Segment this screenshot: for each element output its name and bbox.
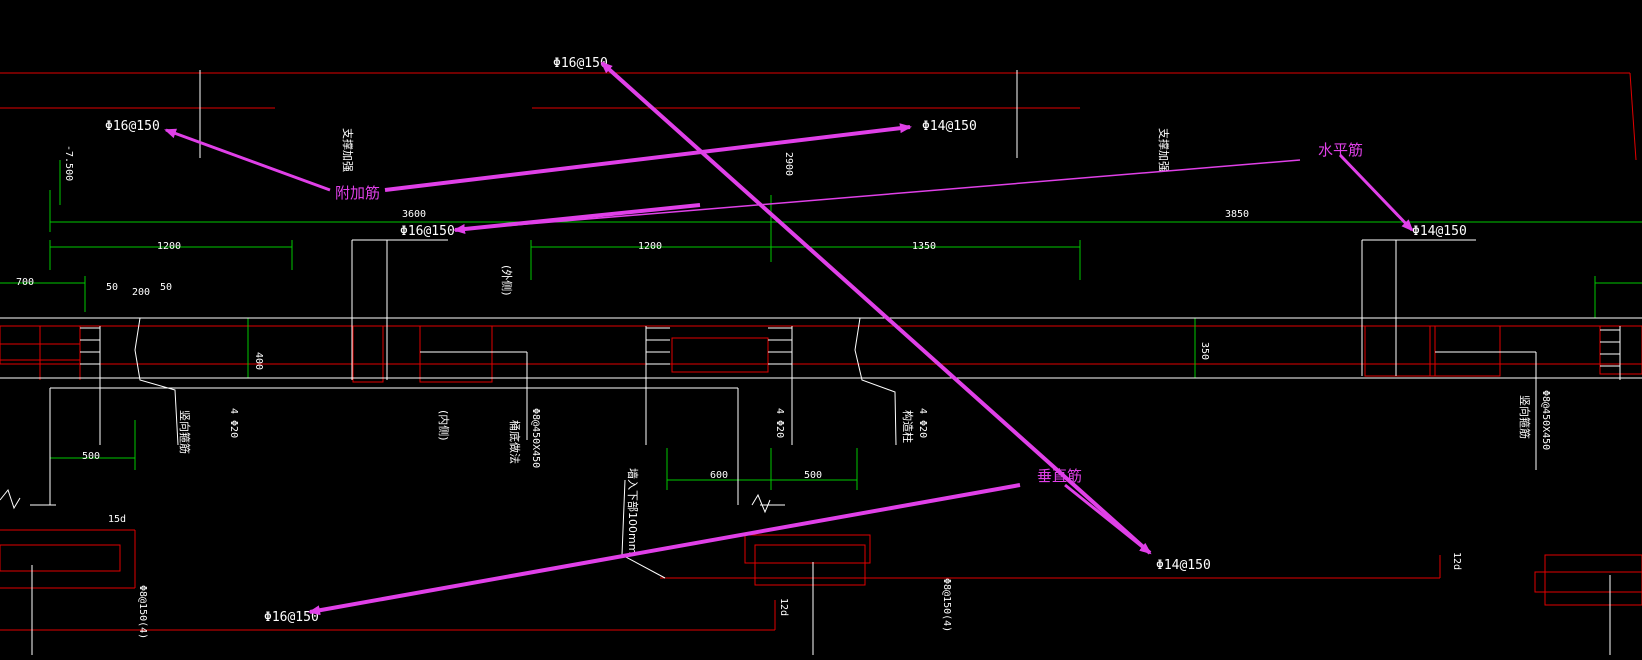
annotation-horizontal-rebar: 水平筋 <box>1318 141 1363 159</box>
rebar-label: Φ8@150(4) <box>941 578 952 632</box>
dimension-label: 1350 <box>912 241 936 252</box>
rebar-label: Φ8@450X450 <box>530 408 541 468</box>
dimension-label: 1200 <box>638 241 662 252</box>
dimension-label: -7.500 <box>63 145 74 181</box>
annotation-arrows <box>164 61 1414 616</box>
note-text: 竖向箍筋 <box>178 410 192 454</box>
dimension-label: 700 <box>16 277 34 288</box>
note-text: 构造柱 <box>901 410 915 443</box>
rebar-label: Φ8@450X450 <box>1540 390 1551 450</box>
dimension-label: 200 <box>132 287 150 298</box>
structure-lines <box>0 70 1642 655</box>
rebar-label: Φ16@150 <box>400 224 455 239</box>
dimension-label: 600 <box>710 470 728 481</box>
rebar-label: Φ14@150 <box>922 119 977 134</box>
note-text: 支撑加强 <box>1157 128 1171 172</box>
dimension-label: 50 <box>160 282 172 293</box>
rebar-lines <box>0 72 1642 631</box>
dimension-lines <box>0 160 1642 490</box>
note-text: 支撑加强 <box>341 128 355 172</box>
rebar-label: 4 Φ20 <box>774 408 785 438</box>
dimension-label: 15d <box>108 514 126 525</box>
dimension-label: 400 <box>253 352 264 370</box>
dimension-label: 500 <box>82 451 100 462</box>
note-text: (外侧) <box>500 265 513 296</box>
note-text: 竖向箍筋 <box>1518 395 1532 439</box>
dimension-label: 350 <box>1199 342 1210 360</box>
rebar-label: Φ16@150 <box>553 56 608 71</box>
dimension-label: 2900 <box>783 152 794 176</box>
rebar-label: Φ14@150 <box>1412 224 1467 239</box>
annotation-additional-rebar: 附加筋 <box>335 184 380 202</box>
rebar-label: Φ16@150 <box>264 610 319 625</box>
dimension-label: 12d <box>778 598 789 616</box>
dimension-label: 12d <box>1451 552 1462 570</box>
dimension-label: 3600 <box>402 209 426 220</box>
rebar-label: 4 Φ20 <box>228 408 239 438</box>
dimension-label: 3850 <box>1225 209 1249 220</box>
note-text: (内侧) <box>437 410 451 441</box>
rebar-label: Φ16@150 <box>105 119 160 134</box>
rebar-label: Φ14@150 <box>1156 558 1211 573</box>
annotation-vertical-rebar: 垂直筋 <box>1037 467 1082 485</box>
rebar-label: Φ8@150(4) <box>137 585 148 639</box>
dimension-label: 50 <box>106 282 118 293</box>
dimension-label: 1200 <box>157 241 181 252</box>
dimension-label: 500 <box>804 470 822 481</box>
note-text: 桶底做法 <box>508 420 522 464</box>
rebar-label: 4 Φ20 <box>917 408 928 438</box>
note-text: 墙入下部100mm <box>626 468 640 554</box>
